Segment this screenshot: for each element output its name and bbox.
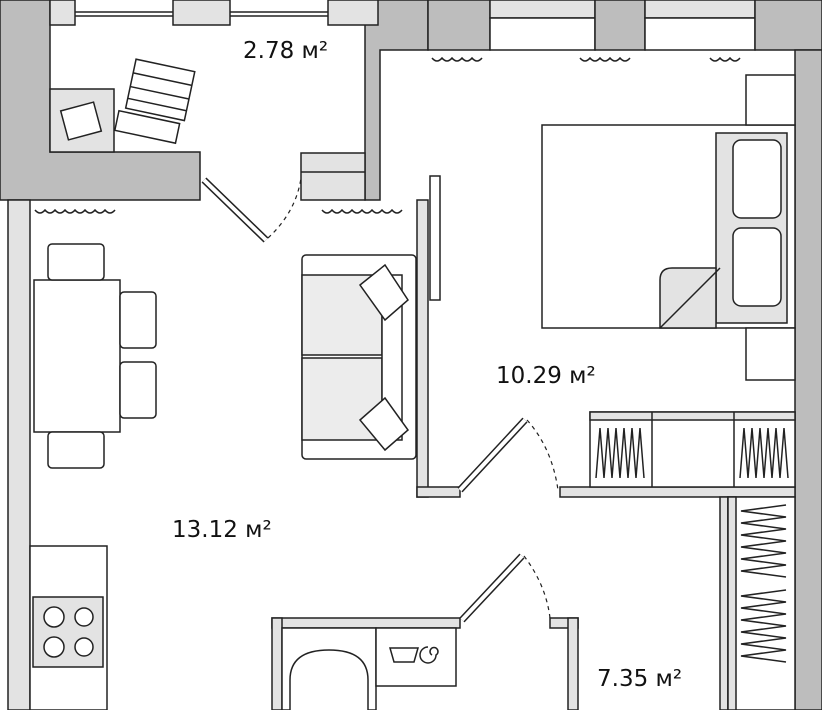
bathroom xyxy=(271,617,579,710)
balcony-area-label: 2.78 м² xyxy=(243,38,329,64)
balcony-door[interactable] xyxy=(201,177,302,243)
bedroom-wardrobe xyxy=(589,411,796,488)
bathroom-door[interactable] xyxy=(459,553,551,623)
kitchen-counter xyxy=(29,545,108,710)
balcony-table xyxy=(49,88,115,153)
hall-wardrobe xyxy=(727,496,796,710)
bed xyxy=(541,74,796,381)
bedroom-door[interactable] xyxy=(457,417,559,493)
radiators xyxy=(34,56,741,214)
bedroom-area-label: 10.29 м² xyxy=(496,363,596,389)
sofa xyxy=(301,254,417,460)
lounge-chair xyxy=(113,58,196,145)
living-area-label: 13.12 м² xyxy=(172,517,272,543)
hall-area-label: 7.35 м² xyxy=(597,666,683,692)
dining-table xyxy=(33,243,157,469)
outer-walls xyxy=(7,0,822,710)
